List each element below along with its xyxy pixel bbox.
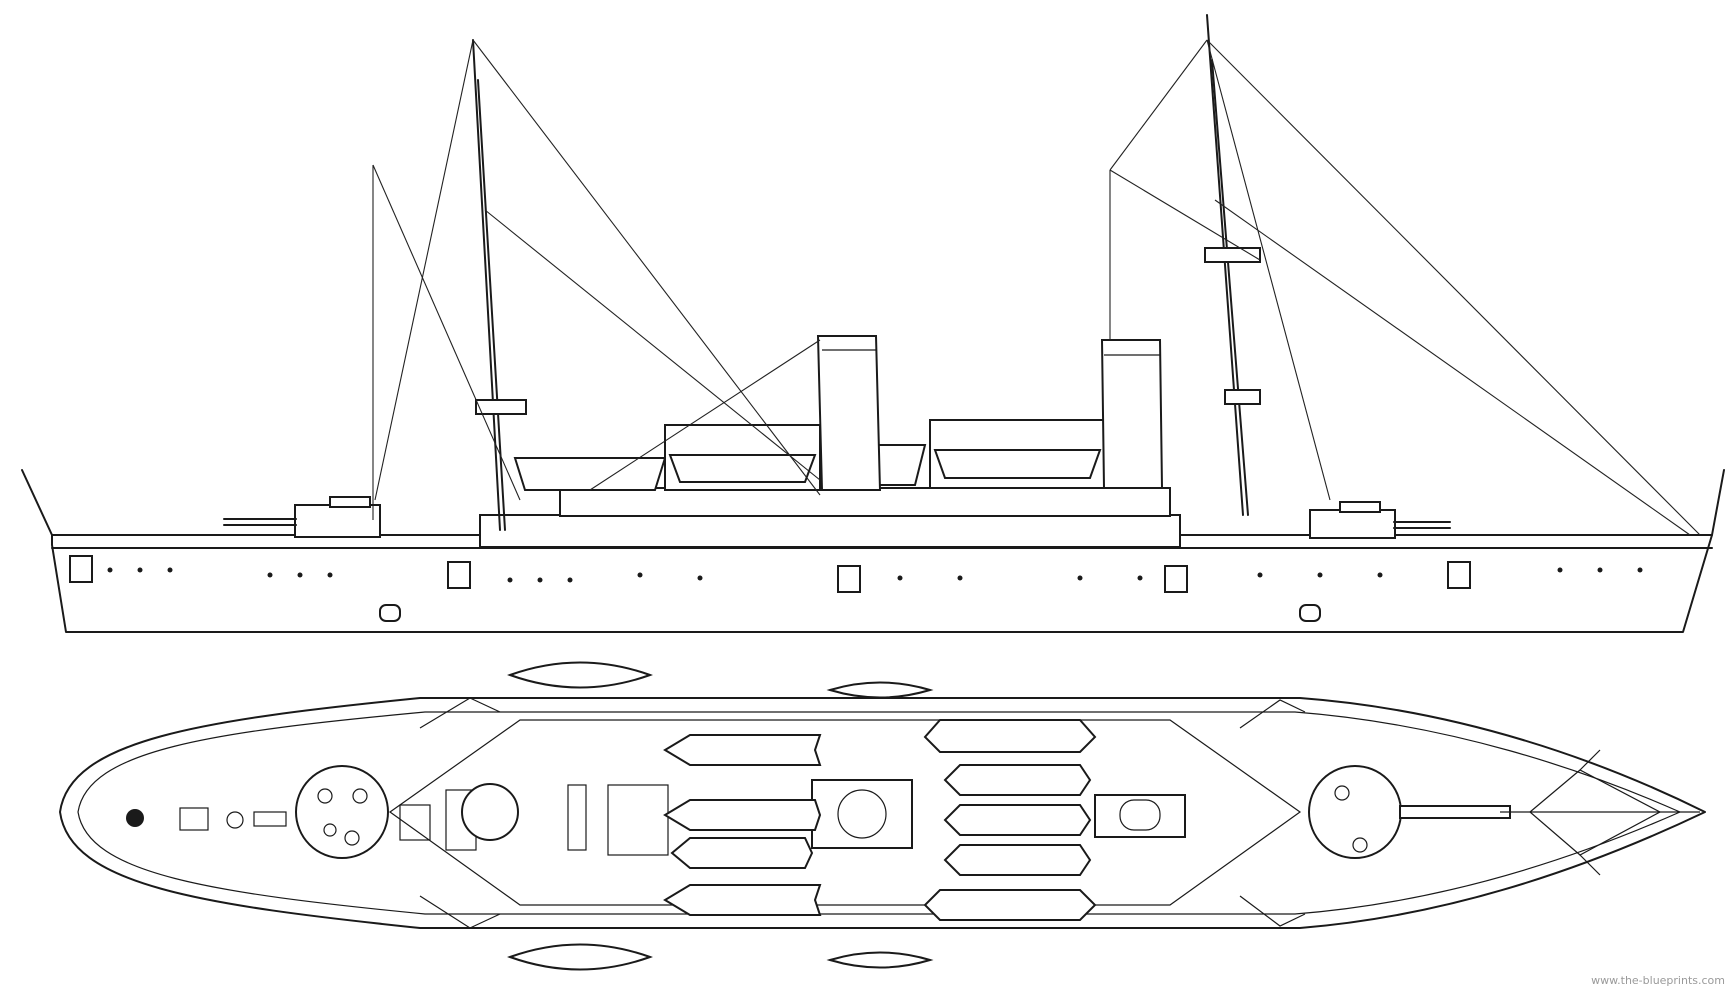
side-stern-staff <box>21 469 53 536</box>
plan-stern-details <box>126 807 287 831</box>
plan-bow-details <box>1500 749 1700 876</box>
side-funnels <box>816 335 1164 491</box>
side-boats <box>513 419 1106 491</box>
side-superstructure <box>479 514 1181 548</box>
plan-boats <box>507 661 1097 971</box>
side-midship-house <box>559 487 1171 517</box>
plan-view <box>59 661 1706 971</box>
side-masts <box>472 14 1261 531</box>
side-hull <box>51 534 1713 633</box>
side-bow-stem <box>1711 469 1725 536</box>
plan-superstructure <box>388 719 1302 906</box>
side-portholes <box>107 567 1643 583</box>
plan-sponsons <box>419 697 1306 929</box>
side-aft-turret <box>223 496 381 538</box>
side-forward-turret <box>1309 501 1451 539</box>
side-profile <box>21 14 1725 633</box>
plan-forward-turret <box>1308 765 1511 859</box>
plan-funnels <box>461 779 1186 849</box>
side-rigging <box>372 39 1701 536</box>
side-casemate-guns <box>69 555 1471 622</box>
credit-text: www.the-blueprints.com <box>1591 974 1725 987</box>
plan-aft-turret <box>295 765 389 859</box>
plan-gratings <box>399 784 669 856</box>
plan-hull <box>59 697 1706 929</box>
